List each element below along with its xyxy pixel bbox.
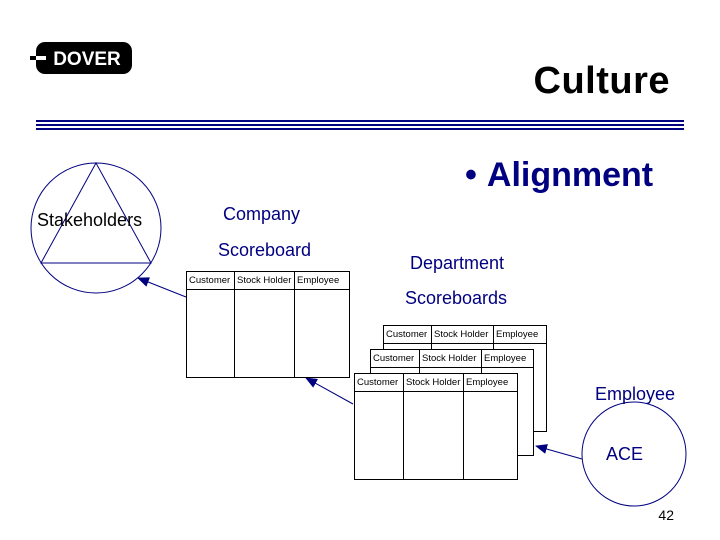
column-stock-holder: Stock Holder bbox=[406, 377, 461, 388]
column-employee: Employee bbox=[466, 377, 509, 388]
column-customer: Customer bbox=[357, 377, 399, 388]
column-customer: Customer bbox=[373, 353, 415, 364]
company-scoreboard: Customer Stock Holder Employee bbox=[186, 271, 350, 378]
column-customer: Customer bbox=[189, 275, 231, 286]
column-employee: Employee bbox=[496, 329, 539, 340]
column-employee: Employee bbox=[484, 353, 527, 364]
arrow-employee-to-department bbox=[535, 444, 583, 460]
scoreboard-header: Customer Stock Holder Employee bbox=[384, 326, 546, 344]
scoreboard-header: Customer Stock Holder Employee bbox=[187, 272, 349, 290]
arrow-department-to-company bbox=[305, 377, 354, 405]
company-label: Company bbox=[223, 204, 301, 224]
logo-text: DOVER bbox=[53, 49, 121, 70]
bullet-text: Alignment bbox=[486, 156, 654, 194]
department-scoreboard-front: Customer Stock Holder Employee bbox=[354, 373, 518, 480]
employee-label: Employee bbox=[595, 384, 676, 404]
stakeholders-triangle bbox=[40, 161, 152, 264]
column-divider bbox=[294, 272, 295, 377]
column-employee: Employee bbox=[297, 275, 340, 286]
column-stock-holder: Stock Holder bbox=[434, 329, 489, 340]
ace-label: ACE bbox=[606, 444, 644, 464]
company-scoreboard-label: Scoreboard bbox=[218, 240, 312, 260]
scoreboard-header: Customer Stock Holder Employee bbox=[355, 374, 517, 392]
column-stock-holder: Stock Holder bbox=[422, 353, 477, 364]
bullet-point: •Alignment bbox=[465, 156, 653, 195]
column-stock-holder: Stock Holder bbox=[237, 275, 292, 286]
column-divider bbox=[234, 272, 235, 377]
column-customer: Customer bbox=[386, 329, 428, 340]
ace-circle bbox=[581, 401, 687, 507]
page-number: 42 bbox=[658, 507, 674, 523]
arrow-company-to-stakeholders bbox=[137, 277, 187, 298]
department-label: Department bbox=[410, 253, 505, 273]
department-scoreboards-label: Scoreboards bbox=[405, 288, 508, 308]
page-title: Culture bbox=[533, 60, 670, 102]
scoreboard-header: Customer Stock Holder Employee bbox=[371, 350, 533, 368]
stakeholders-label: Stakeholders bbox=[37, 210, 143, 230]
dover-logo: DOVER bbox=[30, 42, 132, 74]
title-rule bbox=[36, 120, 684, 130]
column-divider bbox=[403, 374, 404, 479]
bullet-marker: • bbox=[465, 156, 477, 194]
column-divider bbox=[463, 374, 464, 479]
